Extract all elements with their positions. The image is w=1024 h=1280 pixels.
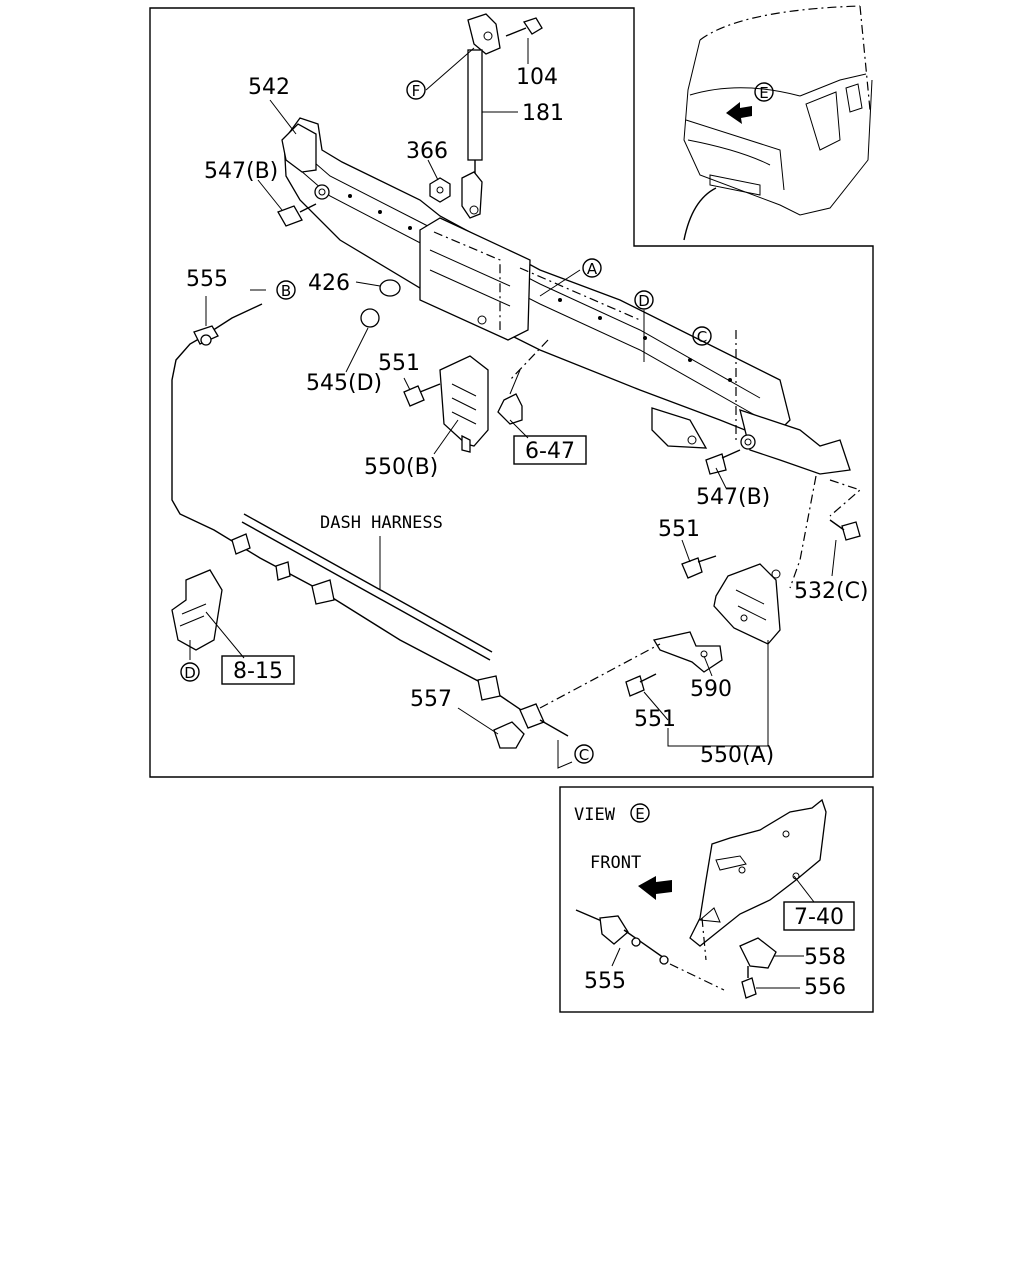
svg-text:D: D [638,292,650,310]
bolt-547b-right [705,449,741,475]
marker-d-top: D [634,290,654,310]
bolt-551-a [403,383,441,407]
marker-e-view: E [630,803,650,823]
svg-text:E: E [759,84,768,102]
clip-bracket [497,393,523,425]
svg-text:C: C [579,746,589,764]
view-e-bracket [689,798,827,947]
svg-text:F: F [412,82,421,100]
tilt-cable-555 [171,303,569,737]
callout-551-c: 551 [634,707,676,732]
marker-d-bottom: D [180,662,200,682]
bolt-551-c [625,673,657,697]
callout-550b: 550(B) [364,455,438,480]
callout-551-b: 551 [658,517,700,542]
callout-366: 366 [406,139,448,164]
ref-box-6-47: 6-47 [513,435,587,465]
ref-box-8-15: 8-15 [221,655,295,685]
svg-text:C: C [697,328,707,346]
clamp-557 [493,721,525,749]
callout-555-view: 555 [584,969,626,994]
nut-366 [429,177,451,203]
front-label: FRONT [590,853,641,873]
leader-lines [189,38,837,747]
callout-532c: 532(C) [794,579,869,604]
svg-text:A: A [587,260,598,278]
svg-text:D: D [184,664,196,682]
view-e-frame [559,786,874,1013]
callout-550a: 550(A) [700,743,774,768]
ref-box-7-40: 7-40 [783,901,855,931]
bracket-550b [439,355,489,453]
callout-547b-top: 547(B) [204,159,278,184]
callout-558: 558 [804,945,846,970]
bolt-551-b [681,555,717,579]
dash-harness [241,513,493,661]
marker-b: B [276,280,296,300]
callout-545d: 545(D) [306,371,382,396]
marker-c-bottom: C [574,744,594,764]
marker-c-top: C [692,326,712,346]
callout-555-top: 555 [186,267,228,292]
svg-text:E: E [635,805,644,823]
front-arrow-icon [638,876,672,900]
cab-illustration [683,5,873,241]
arrow-icon [726,102,752,124]
marker-a: A [582,258,602,278]
svg-text:8-15: 8-15 [233,659,283,684]
callout-551-a: 551 [378,351,420,376]
view-label: VIEW [574,805,616,825]
callout-547b-right: 547(B) [696,485,770,510]
bolt-532c [829,519,861,541]
lever-590 [652,631,723,673]
clip-558 [739,937,777,969]
grommet-545d [360,308,380,328]
main-frame-border [149,7,874,778]
callout-557: 557 [410,687,452,712]
view-cable-555 [575,909,669,965]
bolt-556 [741,966,757,999]
svg-text:B: B [281,282,291,300]
cross-member-542 [281,117,851,475]
grommet-426 [379,279,401,297]
gas-strut [461,13,501,219]
bolt-547b-left [277,203,317,227]
bracket-550a [713,563,781,645]
marker-e-cab: E [754,82,774,102]
harness-clip [171,569,223,651]
callout-181: 181 [522,101,564,126]
bolt-104 [505,17,543,37]
svg-text:7-40: 7-40 [794,905,844,930]
dash-harness-label: DASH HARNESS [320,513,443,533]
svg-text:6-47: 6-47 [525,439,575,464]
callout-590: 590 [690,677,732,702]
marker-f: F [406,80,426,100]
callout-556: 556 [804,975,846,1000]
callout-542: 542 [248,75,290,100]
callout-426: 426 [308,271,350,296]
callout-104: 104 [516,65,558,90]
